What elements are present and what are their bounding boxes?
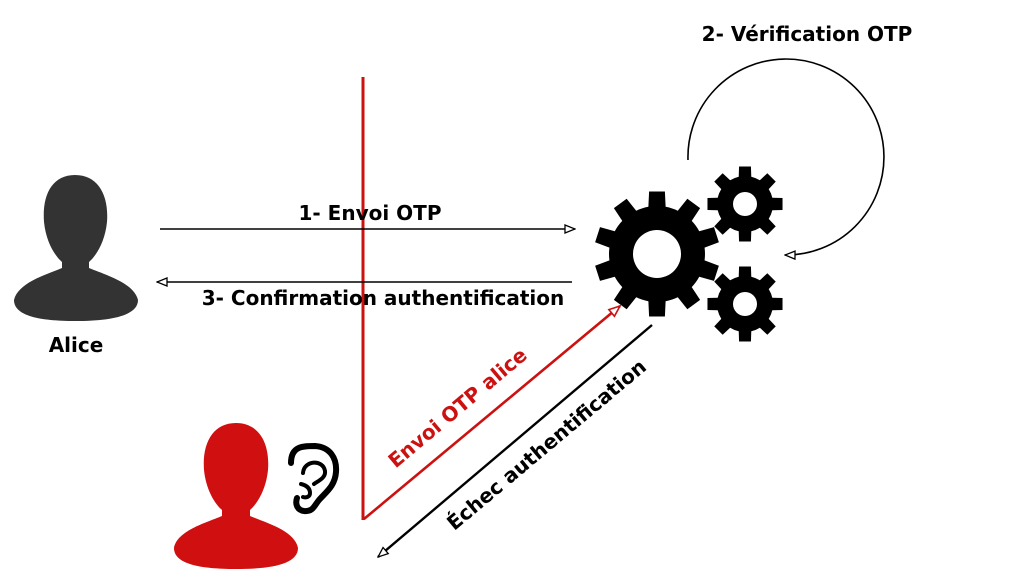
gear-small-bottom-hole: [733, 292, 757, 316]
arrow-attack-send: [363, 306, 620, 520]
attack-send-label: Envoi OTP alice: [383, 343, 531, 473]
step3-label: 3- Confirmation authentification: [202, 286, 565, 310]
arrow-attack-fail: [378, 324, 653, 557]
gear-small-top-hole: [733, 192, 757, 216]
gears-icon: [595, 166, 783, 342]
gear-large-hole: [633, 230, 681, 278]
step1-label: 1- Envoi OTP: [299, 201, 442, 225]
step2-label: 2- Vérification OTP: [702, 22, 913, 46]
ear-icon: [288, 442, 340, 515]
arrow-verification-loop: [687, 58, 885, 255]
alice-label: Alice: [49, 333, 104, 357]
alice-person-icon: [14, 175, 138, 321]
attacker-person-icon: [174, 423, 298, 569]
